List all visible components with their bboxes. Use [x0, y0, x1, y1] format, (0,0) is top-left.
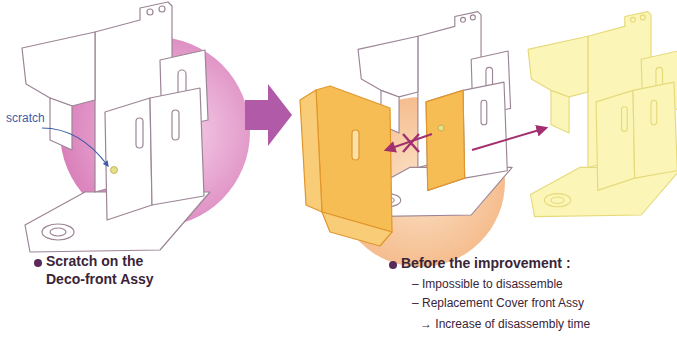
- note-text: → Increase of disassembly time: [420, 317, 660, 332]
- cross-mark: [403, 134, 419, 152]
- process-arrow: [245, 84, 292, 146]
- leader-line: [42, 128, 108, 166]
- panel-face: [316, 86, 392, 232]
- deco-front-part: [22, 2, 210, 252]
- heading-text: Before the improvement :: [401, 255, 621, 273]
- panel-lip: [322, 212, 392, 246]
- slot-hole: [352, 130, 359, 160]
- part-drawing: [22, 2, 210, 252]
- callout-label: scratch: [6, 111, 66, 126]
- part-drawing: [528, 12, 677, 217]
- front-wall-highlight: [426, 90, 465, 190]
- panel-flap: [300, 90, 322, 212]
- bullet: [389, 261, 397, 269]
- scratch-mark: [111, 167, 118, 174]
- note-text: – Impossible to disassemble: [412, 277, 652, 292]
- scratch-mark: [438, 125, 444, 131]
- cover-panel: [300, 86, 392, 246]
- note-text: – Replacement Cover front Assy: [412, 296, 652, 311]
- bullet: [34, 259, 42, 267]
- replacement-part: [528, 12, 677, 217]
- caption-text: Scratch on the Deco-front Assy: [46, 253, 168, 288]
- replacement-arrow: [472, 128, 546, 150]
